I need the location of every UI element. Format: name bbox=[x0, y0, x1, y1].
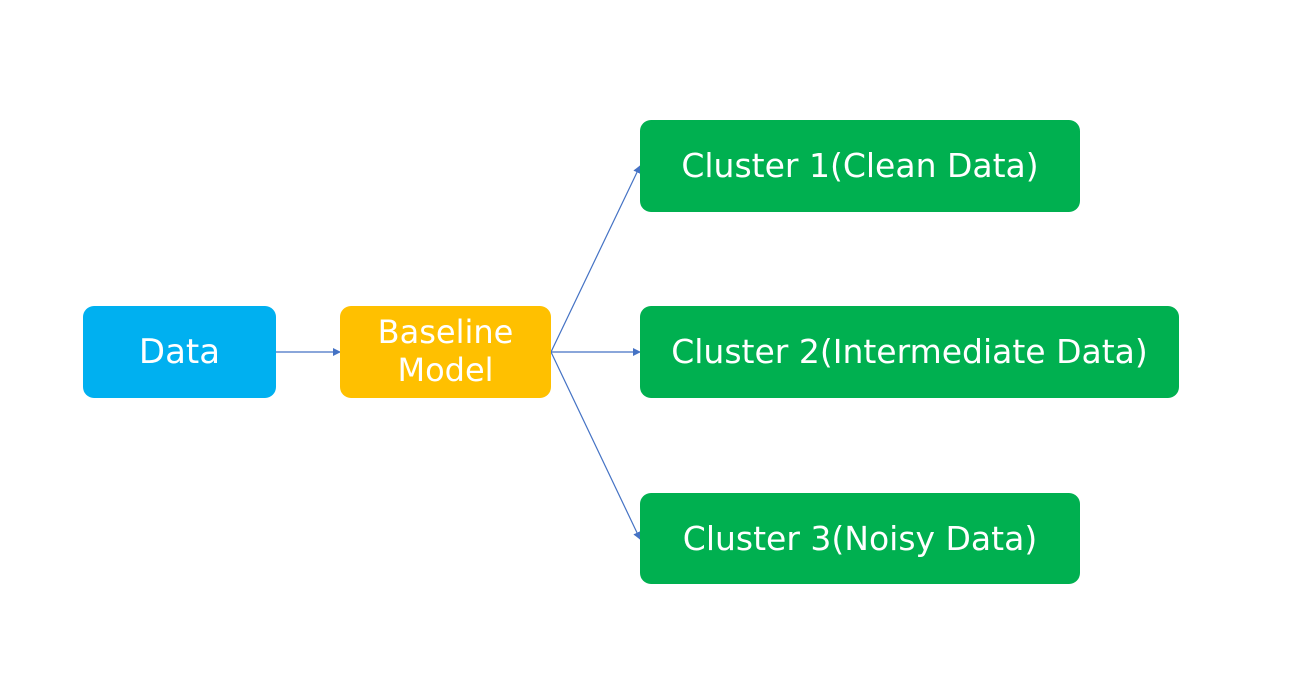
baseline-model-label-line1: Baseline bbox=[377, 313, 514, 352]
arrow-baseline-to-cluster1 bbox=[550, 165, 641, 353]
data-node-label: Data bbox=[138, 331, 221, 372]
cluster1-node: Cluster 1(Clean Data) bbox=[640, 120, 1080, 212]
cluster1-node-label: Cluster 1(Clean Data) bbox=[681, 146, 1039, 186]
data-node: Data bbox=[83, 306, 276, 398]
baseline-model-node: Baseline Model bbox=[340, 306, 551, 398]
cluster2-node-label: Cluster 2(Intermediate Data) bbox=[671, 332, 1148, 372]
cluster2-node: Cluster 2(Intermediate Data) bbox=[640, 306, 1179, 398]
cluster3-node-label: Cluster 3(Noisy Data) bbox=[682, 518, 1038, 558]
arrow-baseline-to-cluster3 bbox=[550, 351, 641, 540]
baseline-model-label-line2: Model bbox=[397, 351, 494, 389]
cluster3-node: Cluster 3(Noisy Data) bbox=[640, 493, 1080, 584]
